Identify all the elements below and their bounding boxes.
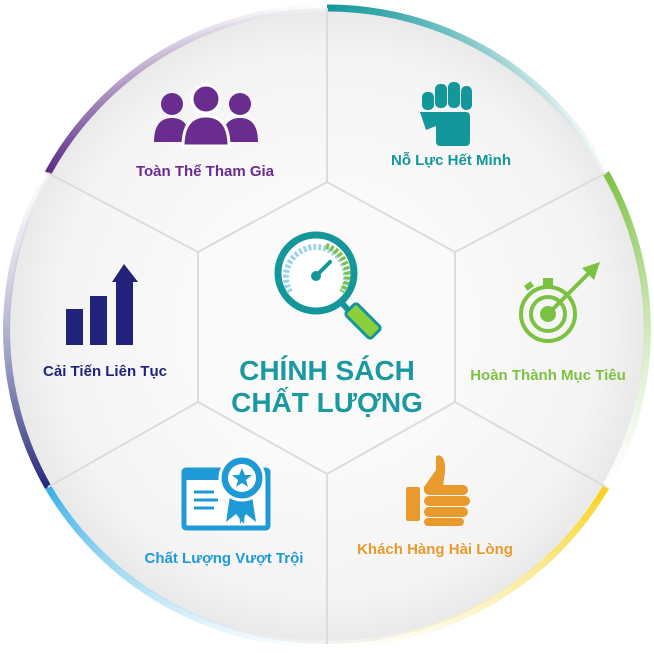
center-title-line1: CHÍNH SÁCH [239,355,415,386]
segment-label-improvement: Cải Tiến Liên Tục [43,363,167,380]
segment-label-participation: Toàn Thể Tham Gia [136,163,275,180]
segment-label-satisfaction: Khách Hàng Hài Lòng [357,541,513,558]
ring-arc-yellow [326,485,610,648]
certificate-award-icon [181,454,271,531]
ring-arc-teal [326,4,610,175]
ring-arc-blue [44,485,328,648]
growth-bars-icon [66,264,138,345]
center-title-line2: CHẤT LƯỢNG [231,387,423,418]
raised-fist-icon [420,82,472,146]
segment-label-excellence: Chất Lượng Vượt Trội [145,550,304,567]
segment-label-goals: Hoàn Thành Mục Tiêu [470,367,626,384]
ring-arc-navy [3,171,52,489]
outer-ring [3,4,651,648]
stopwatch-target-icon [519,262,600,343]
quality-gauge-magnifier-icon [274,231,382,340]
ring-arc-green [602,171,651,489]
people-group-icon [154,83,258,148]
segment-label-effort: Nỗ Lực Hết Mình [391,152,511,169]
ring-arc-purple [44,4,328,175]
hexagon-divider [47,8,607,644]
thumbs-up-icon [406,455,470,526]
